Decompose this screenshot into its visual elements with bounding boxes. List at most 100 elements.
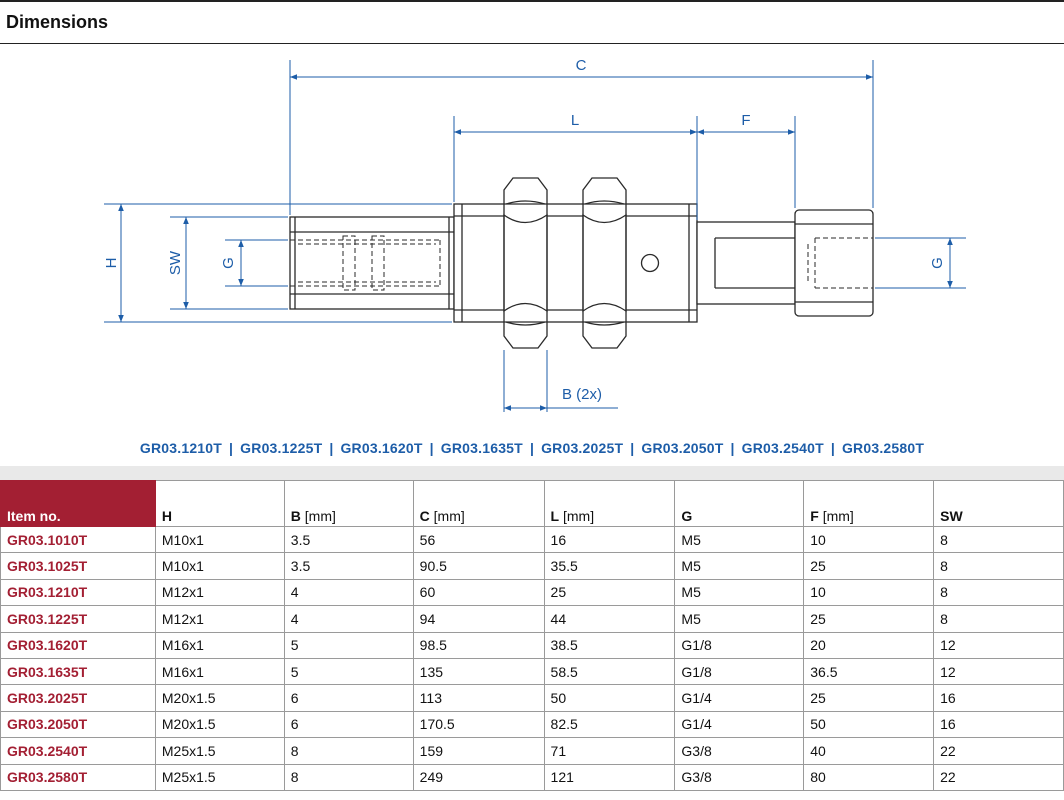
table-cell: M5 (674, 525, 805, 554)
table-cell: M10x1 (154, 552, 285, 580)
table-cell: 8 (283, 763, 414, 791)
column-header: C [mm] (412, 480, 545, 527)
dim-label-g-right: G (929, 257, 946, 269)
table-cell: 90.5 (412, 552, 545, 580)
model-link: GR03.1635T (440, 440, 523, 456)
table-cell: G3/8 (674, 763, 805, 791)
column-header-label: H (161, 508, 173, 524)
table-cell: 3.5 (283, 552, 414, 580)
table-cell: 25 (803, 684, 935, 712)
table-cell: 25 (803, 552, 935, 580)
table-cell: 50 (543, 684, 676, 712)
column-header: F [mm] (803, 480, 935, 527)
table-cell: 98.5 (412, 631, 545, 659)
table-cell: 10 (803, 525, 935, 554)
table-cell: 94 (412, 605, 545, 633)
model-list: GR03.1210T|GR03.1225T|GR03.1620T|GR03.16… (0, 440, 1064, 456)
table-cell: M25x1.5 (154, 737, 285, 765)
table-cell: 8 (933, 578, 1064, 607)
model-separator: | (830, 440, 835, 456)
table-cell: 16 (543, 525, 676, 554)
table-cell: 12 (933, 631, 1064, 659)
item-number-cell: GR03.2025T (0, 684, 156, 712)
item-number-cell: GR03.1025T (0, 552, 156, 580)
column-header-label: SW (940, 508, 963, 524)
table-cell: 3.5 (283, 525, 414, 554)
column-header-label: Item no. (7, 508, 61, 524)
table-cell: 56 (412, 525, 545, 554)
table-cell: 8 (933, 552, 1064, 580)
table-cell: 22 (933, 737, 1064, 765)
dim-label-g-left: G (220, 257, 237, 269)
table-cell: M12x1 (154, 578, 285, 607)
column-header-unit: [mm] (304, 508, 336, 524)
model-link: GR03.2025T (541, 440, 624, 456)
item-number-cell: GR03.1010T (0, 525, 156, 554)
column-header: G (674, 480, 805, 527)
dimension-lines (104, 60, 966, 412)
column-header-label: G (681, 508, 693, 524)
table-cell: 50 (803, 710, 935, 739)
dim-label-sw: SW (167, 250, 184, 275)
table-cell: M5 (674, 552, 805, 580)
table-cell: G1/4 (674, 710, 805, 739)
table-cell: G1/8 (674, 657, 805, 686)
column-header: L [mm] (543, 480, 676, 527)
table-cell: 58.5 (543, 657, 676, 686)
table-cell: G1/8 (674, 631, 805, 659)
dim-label-f: F (741, 112, 750, 129)
dim-label-b: B (2x) (562, 386, 602, 403)
item-number-cell: GR03.1635T (0, 657, 156, 686)
table-cell: 121 (543, 763, 676, 791)
table-cell: G3/8 (674, 737, 805, 765)
table-cell: 8 (933, 605, 1064, 633)
model-separator: | (529, 440, 535, 456)
table-cell: 44 (543, 605, 676, 633)
table-cell: M10x1 (154, 525, 285, 554)
table-cell: 249 (412, 763, 545, 791)
table-cell: M25x1.5 (154, 763, 285, 791)
table-cell: 80 (803, 763, 935, 791)
table-cell: 16 (933, 710, 1064, 739)
section-title: Dimensions (6, 12, 109, 32)
table-cell: 8 (933, 525, 1064, 554)
table-cell: 4 (283, 578, 414, 607)
table-cell: 10 (803, 578, 935, 607)
column-header: B [mm] (283, 480, 414, 527)
table-cell: 135 (412, 657, 545, 686)
model-separator: | (329, 440, 334, 456)
table-cell: 20 (803, 631, 935, 659)
column-header-label: B (290, 508, 301, 524)
table-cell: M5 (674, 578, 805, 607)
item-number-cell: GR03.1620T (0, 631, 156, 659)
dimension-drawing: C L F H SW G G B (2x) (0, 44, 1064, 444)
table-cell: G1/4 (674, 684, 805, 712)
table-cell: 40 (803, 737, 935, 765)
table-cell: 12 (933, 657, 1064, 686)
column-header: SW (933, 480, 1064, 527)
table-cell: 6 (283, 710, 414, 739)
column-header: Item no. (0, 480, 156, 527)
table-cell: 38.5 (543, 631, 676, 659)
table-cell: 16 (933, 684, 1064, 712)
dim-label-c: C (576, 57, 587, 74)
model-separator: | (429, 440, 434, 456)
model-link: GR03.1225T (240, 440, 323, 456)
model-separator: | (229, 440, 234, 456)
dim-label-h: H (103, 258, 120, 269)
technical-drawing-svg: C L F H SW G G B (2x) (103, 57, 966, 412)
column-header-label: C (419, 508, 430, 524)
item-number-cell: GR03.2050T (0, 710, 156, 739)
table-cell: 82.5 (543, 710, 676, 739)
table-cell: M12x1 (154, 605, 285, 633)
section-header: Dimensions (0, 0, 1064, 44)
table-cell: 6 (283, 684, 414, 712)
